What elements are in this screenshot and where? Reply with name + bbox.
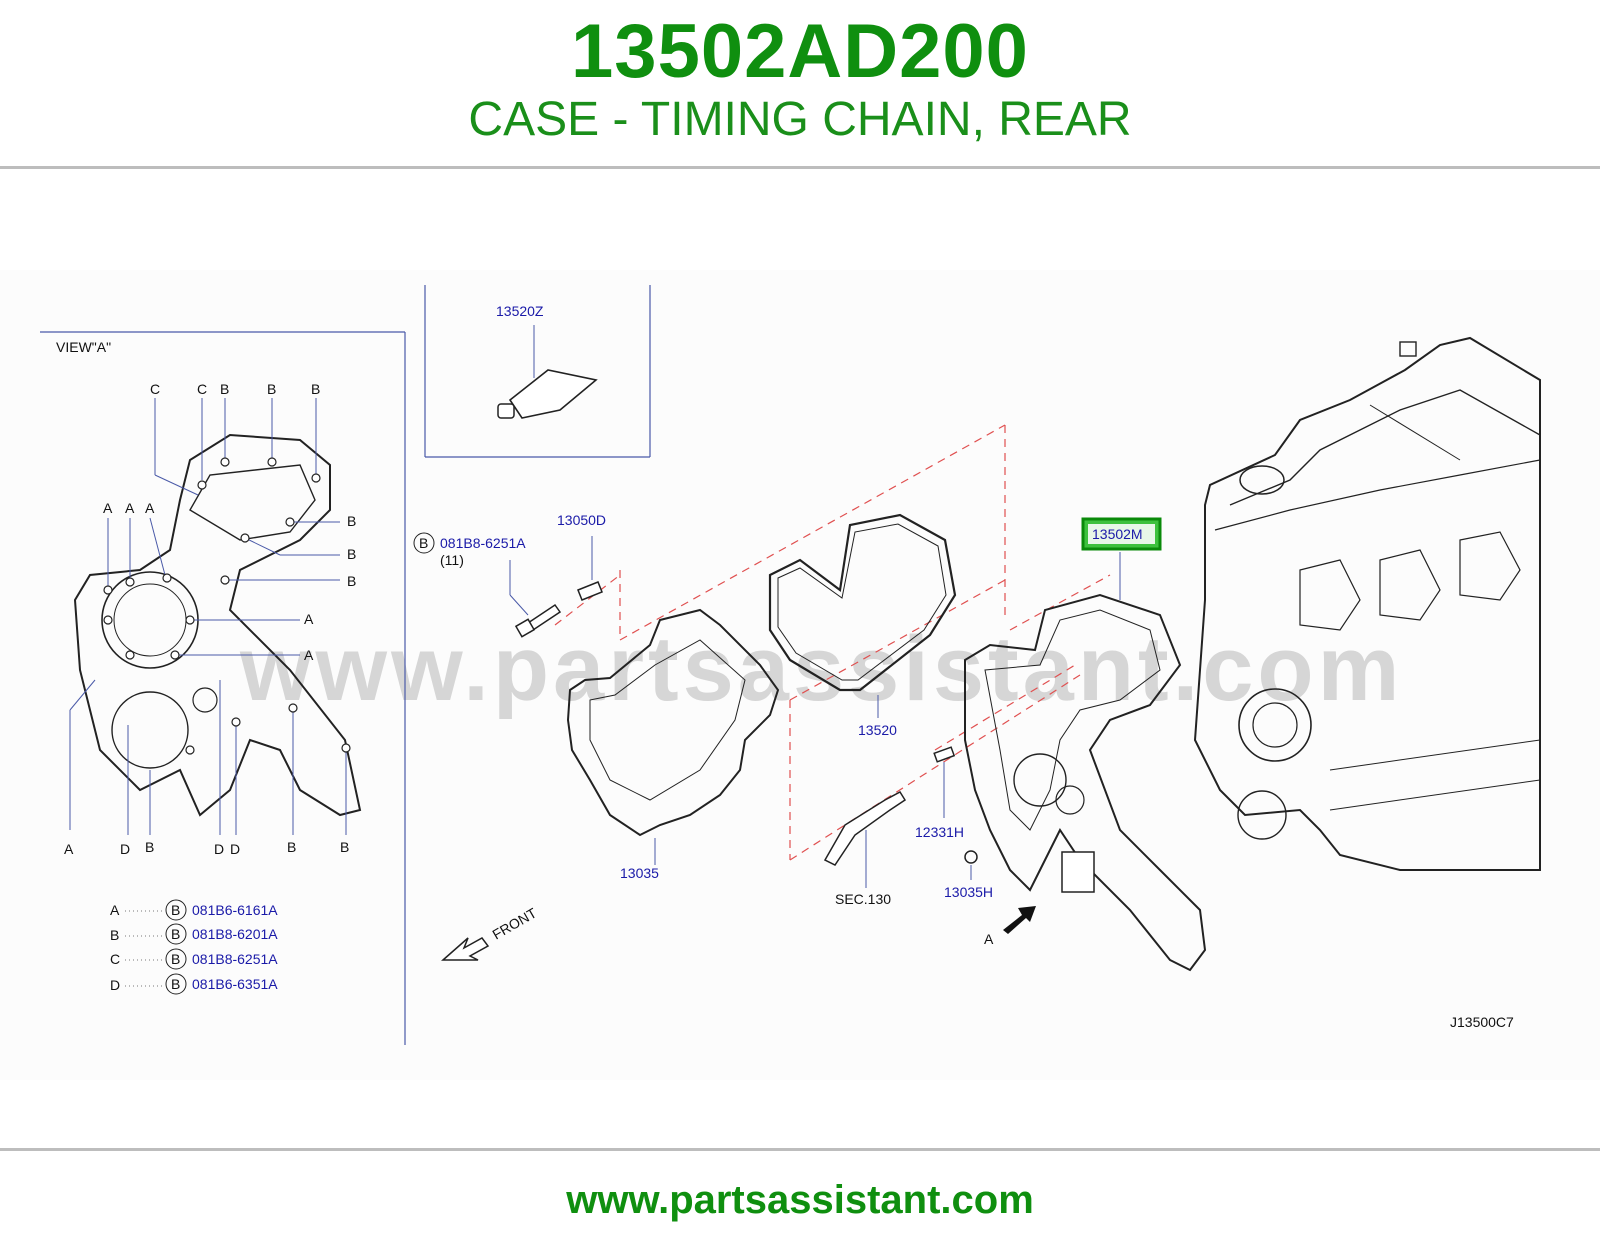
view-a-top-label: B — [267, 381, 276, 397]
chain-guide-icon — [823, 791, 907, 866]
view-a-right-label: B — [347, 573, 356, 589]
label-sealant: 13520Z — [496, 303, 544, 319]
view-a-left-label: A — [125, 500, 135, 516]
label-rear-case: 13502M — [1092, 526, 1143, 542]
header-divider — [0, 166, 1600, 169]
view-a-top-label: C — [197, 381, 207, 397]
view-a-bottom-label: B — [287, 839, 296, 855]
label-dowel: 12331H — [915, 824, 964, 840]
sealant-tube-icon — [508, 369, 598, 419]
view-a-bottom-label: B — [145, 839, 154, 855]
legend-circle — [165, 899, 187, 921]
label-view-arrow: A — [984, 931, 994, 947]
legend-letter: A — [110, 902, 120, 918]
view-a-leaders — [69, 398, 347, 835]
view-a-panel: VIEW"A" — [40, 331, 406, 1045]
part-number-title: 13502AD200 — [571, 9, 1029, 94]
view-arrow-icon — [1003, 906, 1036, 934]
bolt-legend: A B 081B6-6161A B B 081B8-6201A C B 081B… — [110, 899, 278, 995]
parts-diagram: www.partsassistant.com VIEW"A" — [0, 270, 1600, 1080]
label-front-cover: 13035 — [620, 865, 659, 881]
engine-block — [1193, 336, 1541, 871]
page-header: 13502AD200 CASE - TIMING CHAIN, REAR — [0, 0, 1600, 168]
legend-letter: C — [110, 951, 120, 967]
view-a-crank-inner — [113, 583, 187, 657]
plug-icon — [577, 581, 603, 601]
small-parts: 12331H 13035H SEC.130 — [823, 746, 993, 907]
view-a-bottom-label: D — [214, 841, 224, 857]
label-bolt: 081B8-6251A — [440, 535, 526, 551]
legend-letter: B — [110, 927, 119, 943]
view-a-left-label: A — [145, 500, 155, 516]
view-a-right-label: A — [304, 647, 314, 663]
label-front: FRONT — [490, 904, 540, 942]
view-a-top-label: B — [311, 381, 320, 397]
view-a-bottom-label: D — [230, 841, 240, 857]
view-a-top-label: C — [150, 381, 160, 397]
view-a-right-label: B — [347, 546, 356, 562]
front-direction: FRONT — [441, 904, 540, 961]
view-a-case-outline — [73, 433, 362, 817]
legend-code: 081B6-6161A — [192, 902, 278, 918]
front-cover-part: 13035 — [566, 608, 780, 881]
label-oring: 13035H — [944, 884, 993, 900]
footer-divider — [0, 1148, 1600, 1151]
view-a-top-label: B — [220, 381, 229, 397]
legend-code: 081B8-6201A — [192, 926, 278, 942]
label-plug: 13050D — [557, 512, 606, 528]
legend-letter: D — [110, 977, 120, 993]
part-description: CASE - TIMING CHAIN, REAR — [468, 93, 1132, 146]
label-guide: SEC.130 — [835, 891, 891, 907]
view-a-bottom-label: D — [120, 841, 130, 857]
view-a-title: VIEW"A" — [56, 339, 111, 355]
legend-circle-letter: B — [171, 902, 180, 918]
label-gasket: 13520 — [858, 722, 897, 738]
front-arrow-icon — [441, 937, 490, 961]
legend-circle — [165, 948, 187, 970]
legend-circle-letter: B — [171, 951, 180, 967]
legend-circle — [165, 973, 187, 995]
dowel-icon — [933, 746, 956, 763]
view-a-indicator: A — [984, 906, 1036, 947]
view-a-left-label: A — [103, 500, 113, 516]
label-bolt-qty: (11) — [440, 552, 464, 568]
view-a-crank-bore — [101, 571, 199, 669]
view-a-boss — [192, 687, 218, 713]
bolt-group: B 081B8-6251A (11) 13050D — [413, 512, 606, 638]
legend-circle-letter: B — [171, 976, 180, 992]
diagram-code: J13500C7 — [1450, 1014, 1514, 1030]
diagram-svg: www.partsassistant.com VIEW"A" — [40, 285, 1541, 1045]
rear-case-part: 13502M — [964, 517, 1207, 972]
legend-code: 081B8-6251A — [192, 951, 278, 967]
watermark-text: www.partsassistant.com — [239, 618, 1403, 720]
view-a-right-label: A — [304, 611, 314, 627]
bolt-circle-letter: B — [419, 535, 428, 551]
legend-circle — [165, 923, 187, 945]
oring-icon — [964, 850, 978, 864]
sealant-inset: 13520Z — [424, 285, 651, 458]
gasket-part: 13520 — [768, 513, 957, 738]
footer-link[interactable]: www.partsassistant.com — [566, 1178, 1034, 1222]
alignment-lines — [554, 424, 1111, 861]
legend-code: 081B6-6351A — [192, 976, 278, 992]
legend-circle-letter: B — [171, 926, 180, 942]
view-a-upper-window — [189, 464, 316, 541]
view-a-lower-bore — [111, 691, 189, 769]
view-a-bolt-holes — [103, 457, 351, 755]
view-a-right-label: B — [347, 513, 356, 529]
view-a-bottom-label: A — [64, 841, 74, 857]
view-a-bottom-label: B — [340, 839, 349, 855]
